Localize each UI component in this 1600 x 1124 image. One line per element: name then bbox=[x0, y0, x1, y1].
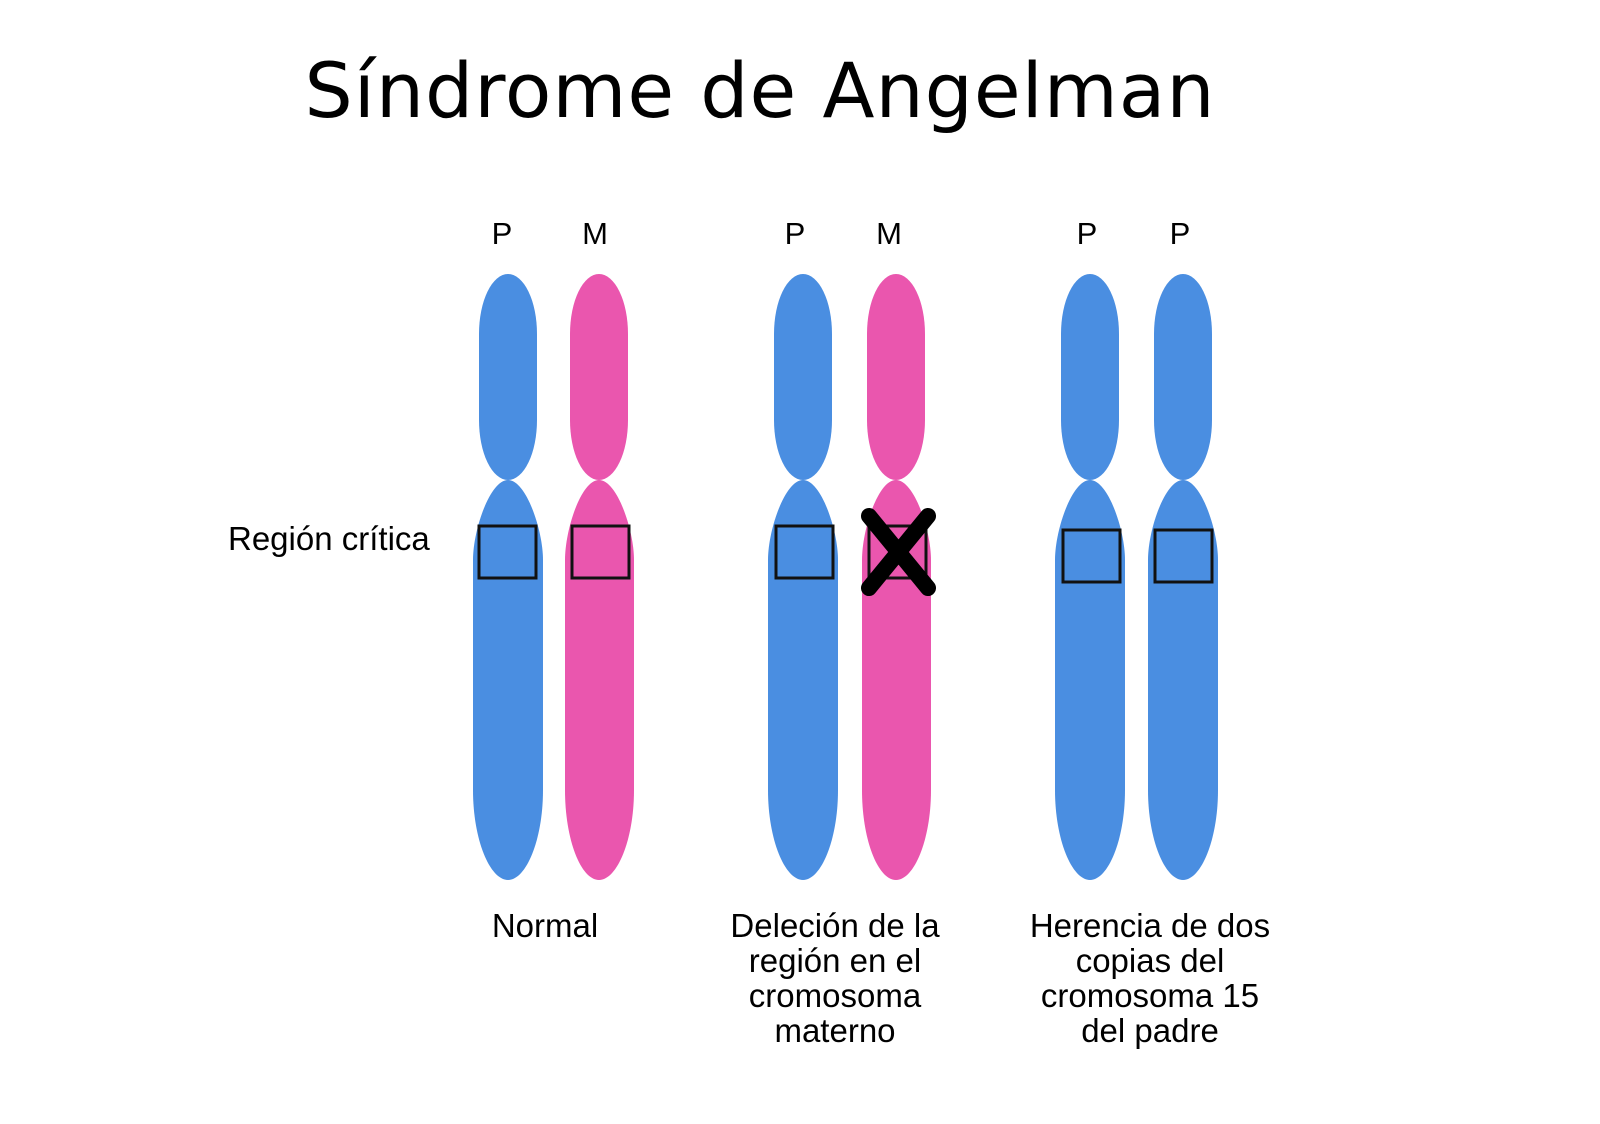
deletion-x-icon bbox=[861, 508, 936, 596]
critical-region-box bbox=[1153, 528, 1214, 584]
caption-line: región en el bbox=[748, 942, 922, 979]
chromosome-paternal bbox=[1148, 274, 1218, 880]
caption-line: Herencia de dos bbox=[1029, 907, 1271, 944]
chromosome-maternal bbox=[565, 274, 634, 880]
critical-region-box bbox=[570, 524, 631, 580]
caption-line: cromosoma bbox=[748, 977, 922, 1014]
chromosome-paternal bbox=[473, 274, 543, 880]
critical-region-box bbox=[1061, 528, 1122, 584]
chromosome-paternal bbox=[768, 274, 838, 880]
label-paternal: P bbox=[491, 216, 513, 251]
caption-line: Normal bbox=[491, 907, 599, 944]
critical-region-box bbox=[774, 524, 835, 580]
caption-line: materno bbox=[774, 1012, 896, 1049]
critical-region-box bbox=[477, 524, 538, 580]
caption-line: del padre bbox=[1081, 1012, 1219, 1049]
chromosome-paternal bbox=[1055, 274, 1125, 880]
critical-region-box bbox=[867, 524, 928, 580]
caption-line: copias del bbox=[1075, 942, 1225, 979]
label-paternal: P bbox=[1076, 216, 1098, 251]
label-paternal: P bbox=[784, 216, 806, 251]
region-critica-label: Región crítica bbox=[228, 520, 430, 557]
label-paternal: P bbox=[1169, 216, 1191, 251]
caption-line: Deleción de la bbox=[730, 907, 940, 944]
caption-normal: Normal bbox=[440, 908, 650, 943]
caption-deletion: Deleción de la región en el cromosoma ma… bbox=[705, 908, 965, 1048]
label-maternal: M bbox=[876, 216, 902, 251]
diagram-title: Síndrome de Angelman bbox=[304, 46, 1216, 135]
label-maternal: M bbox=[582, 216, 608, 251]
caption-paternal-disomy: Herencia de dos copias del cromosoma 15 … bbox=[1000, 908, 1300, 1048]
caption-line: cromosoma 15 bbox=[1040, 977, 1260, 1014]
